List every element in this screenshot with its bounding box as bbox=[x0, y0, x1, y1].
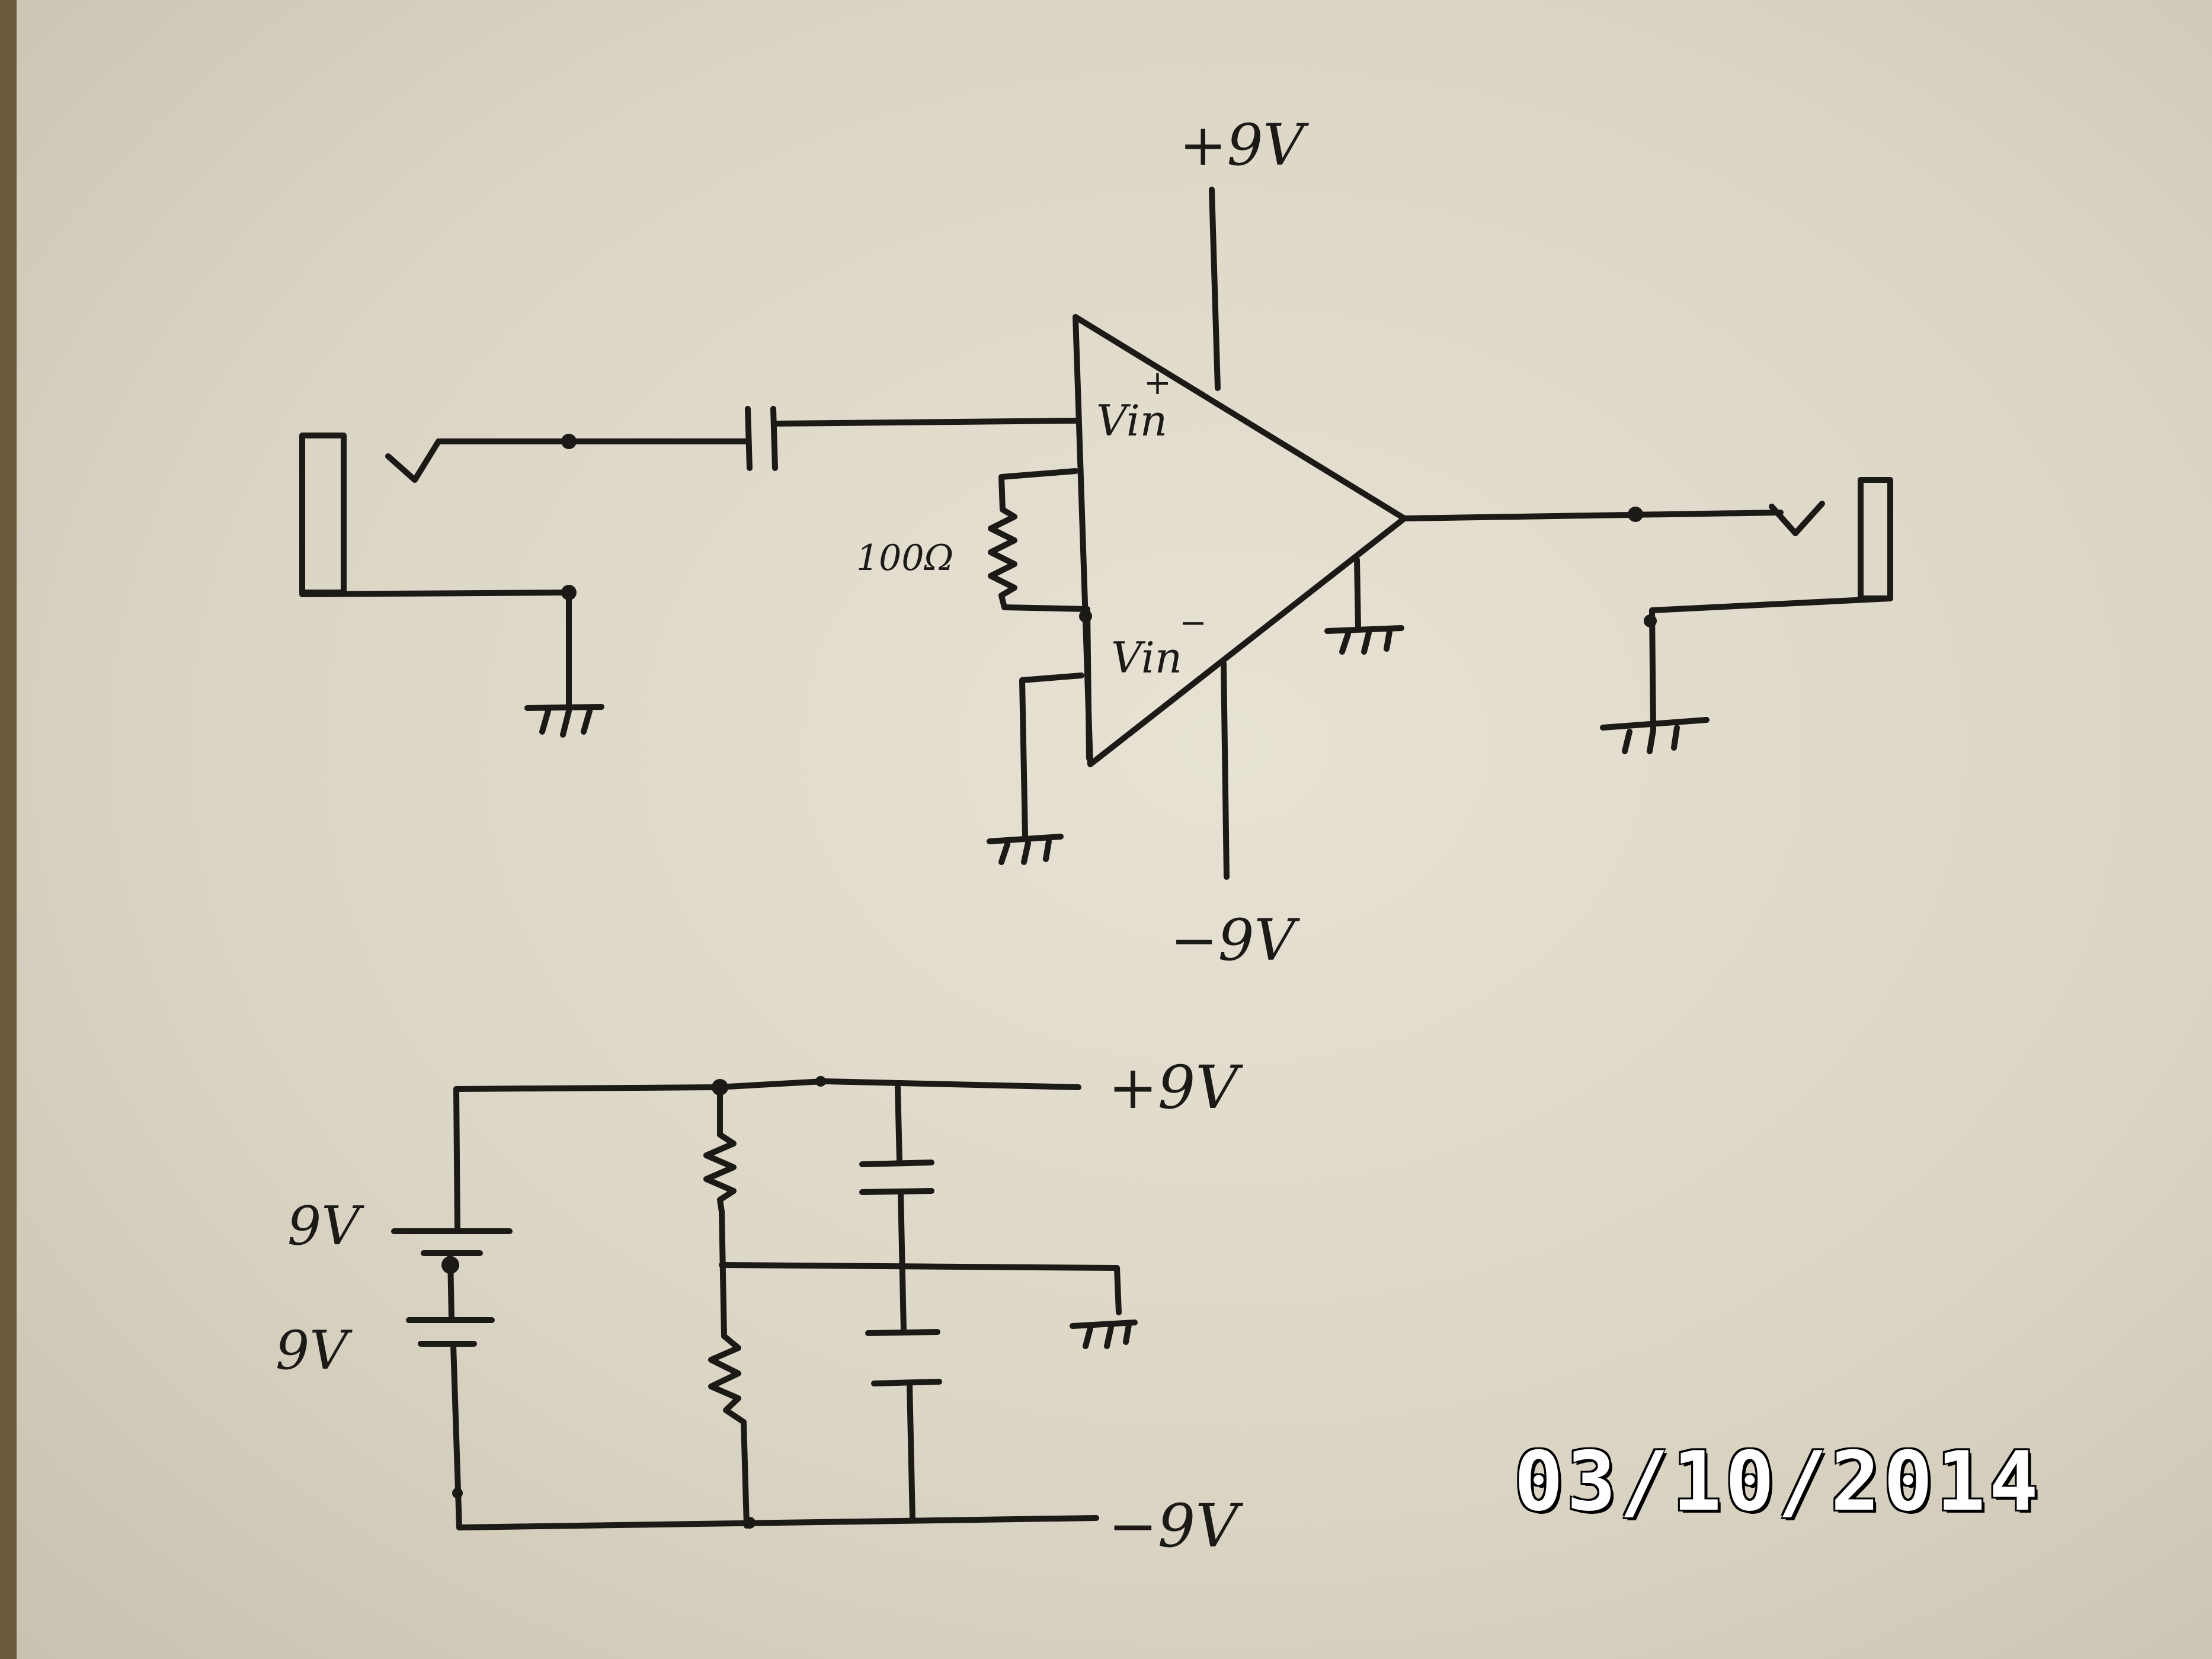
negative-rail-label: −9V bbox=[1108, 1491, 1243, 1561]
opamp-negative-supply-label: −9V bbox=[1170, 907, 1301, 973]
feedback-resistor-label: 100Ω bbox=[856, 537, 953, 579]
battery-bottom-label: 9V bbox=[276, 1319, 353, 1382]
battery-stack bbox=[391, 1228, 513, 1347]
inverting-sign: − bbox=[1179, 604, 1207, 642]
ground-symbol bbox=[1600, 717, 1710, 754]
capacitor-wire-bottom bbox=[907, 1381, 915, 1523]
camera-date-stamp: 03/10/2014 bbox=[1514, 1434, 2042, 1529]
battery-top-label: 9V bbox=[287, 1195, 364, 1257]
junction-dot bbox=[744, 1517, 756, 1529]
coupling-capacitor bbox=[745, 406, 778, 471]
filter-capacitor-top bbox=[859, 1160, 934, 1195]
battery-wire-bottom bbox=[450, 1342, 462, 1530]
opamp-positive-supply-label: +9V bbox=[1179, 112, 1310, 178]
divider-resistor-bottom bbox=[708, 1333, 750, 1529]
capacitor-wire-middle bbox=[898, 1189, 907, 1333]
capacitor-wire-top bbox=[895, 1084, 902, 1164]
noninverting-input-label: Vin bbox=[1096, 396, 1167, 446]
positive-rail-label: +9V bbox=[1108, 1053, 1243, 1122]
midpoint-ground-wire bbox=[719, 1262, 1122, 1315]
junction-dot bbox=[441, 1256, 459, 1274]
output-jack bbox=[1649, 477, 1893, 732]
paper-sheet bbox=[17, 0, 2212, 1659]
negative-supply-lead bbox=[1221, 661, 1230, 880]
junction-dot bbox=[1079, 610, 1092, 623]
battery-wire-top bbox=[453, 1086, 460, 1232]
output-jack-tip bbox=[1769, 501, 1825, 536]
positive-rail bbox=[453, 1078, 1081, 1092]
junction-dot bbox=[452, 1488, 463, 1498]
noninverting-sign: + bbox=[1144, 364, 1171, 402]
divider-wire-middle bbox=[719, 1209, 727, 1339]
ground-symbol bbox=[1324, 625, 1404, 655]
junction-dot bbox=[561, 585, 577, 600]
filter-capacitor-bottom bbox=[865, 1329, 942, 1386]
positive-supply-lead bbox=[1209, 187, 1221, 391]
ground-symbol bbox=[987, 834, 1064, 865]
feedback-resistor bbox=[988, 468, 1092, 761]
noninverting-input-wire bbox=[772, 418, 1078, 427]
junction-dot bbox=[1628, 507, 1643, 522]
inverting-ground-wire bbox=[1019, 672, 1084, 838]
opamp-triangle bbox=[1073, 314, 1407, 767]
ground-symbol bbox=[1070, 1319, 1138, 1349]
junction-dot bbox=[561, 434, 577, 449]
output-wire bbox=[1401, 510, 1784, 521]
junction-dot bbox=[1644, 614, 1657, 627]
inverting-input-label: Vin bbox=[1111, 633, 1182, 683]
ground-symbol bbox=[524, 704, 604, 738]
opamp-ground-lead bbox=[1354, 557, 1361, 631]
junction-dot bbox=[815, 1076, 826, 1087]
divider-resistor-top bbox=[703, 1084, 737, 1215]
input-jack bbox=[299, 433, 572, 708]
negative-rail bbox=[456, 1515, 1099, 1530]
